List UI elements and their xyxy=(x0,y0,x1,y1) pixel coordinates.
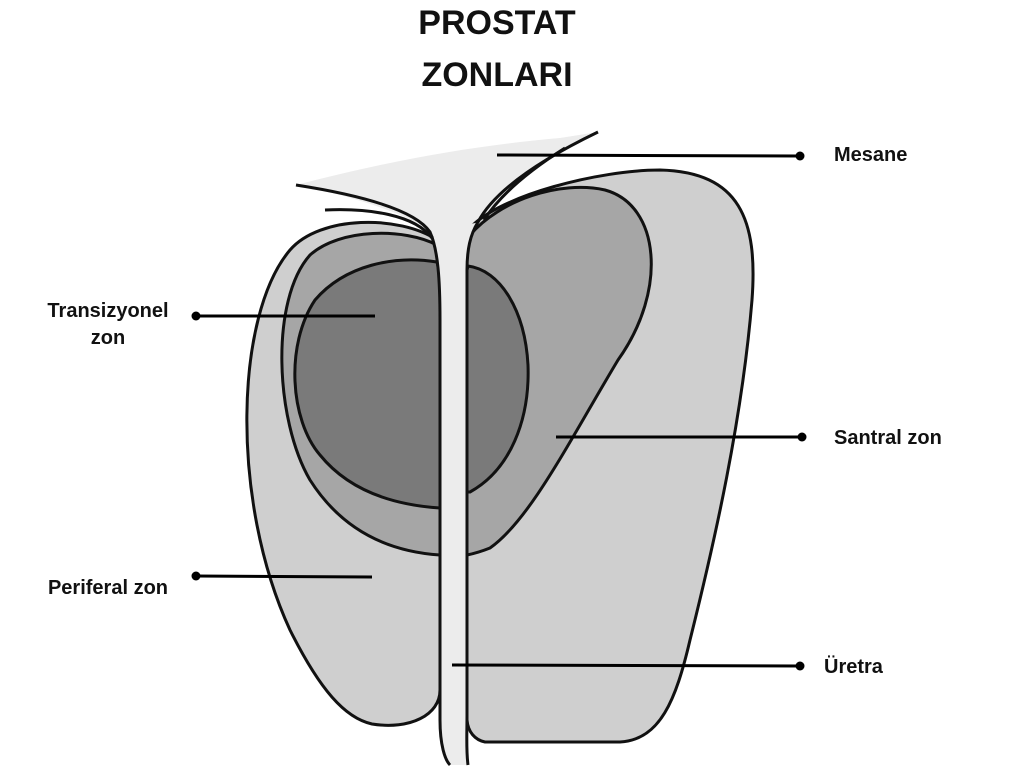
title-line-1: PROSTAT xyxy=(418,4,576,42)
leader-santral xyxy=(556,432,807,442)
label-mesane: Mesane xyxy=(834,144,907,166)
label-transizyonel-line1: Transizyonel xyxy=(47,300,168,322)
leader-transizyonel xyxy=(191,311,375,321)
urethra-left-wall xyxy=(295,183,452,767)
leader-mesane xyxy=(496,151,805,161)
transition-zone-left xyxy=(293,258,442,510)
bladder-shape xyxy=(296,132,598,232)
label-santral: Santral zon xyxy=(834,427,942,449)
central-zone-right xyxy=(465,185,653,557)
label-uretra: Üretra xyxy=(824,655,884,678)
title-line-2: ZONLARI xyxy=(421,56,572,94)
leader-uretra xyxy=(451,661,805,671)
transition-zone-right xyxy=(465,264,530,494)
label-transizyonel-line2: zon xyxy=(91,327,125,349)
label-periferal: Periferal zon xyxy=(48,577,168,599)
leader-periferal xyxy=(191,571,373,581)
bladder-inner-curve xyxy=(324,208,434,239)
urethra-shape xyxy=(432,222,480,765)
